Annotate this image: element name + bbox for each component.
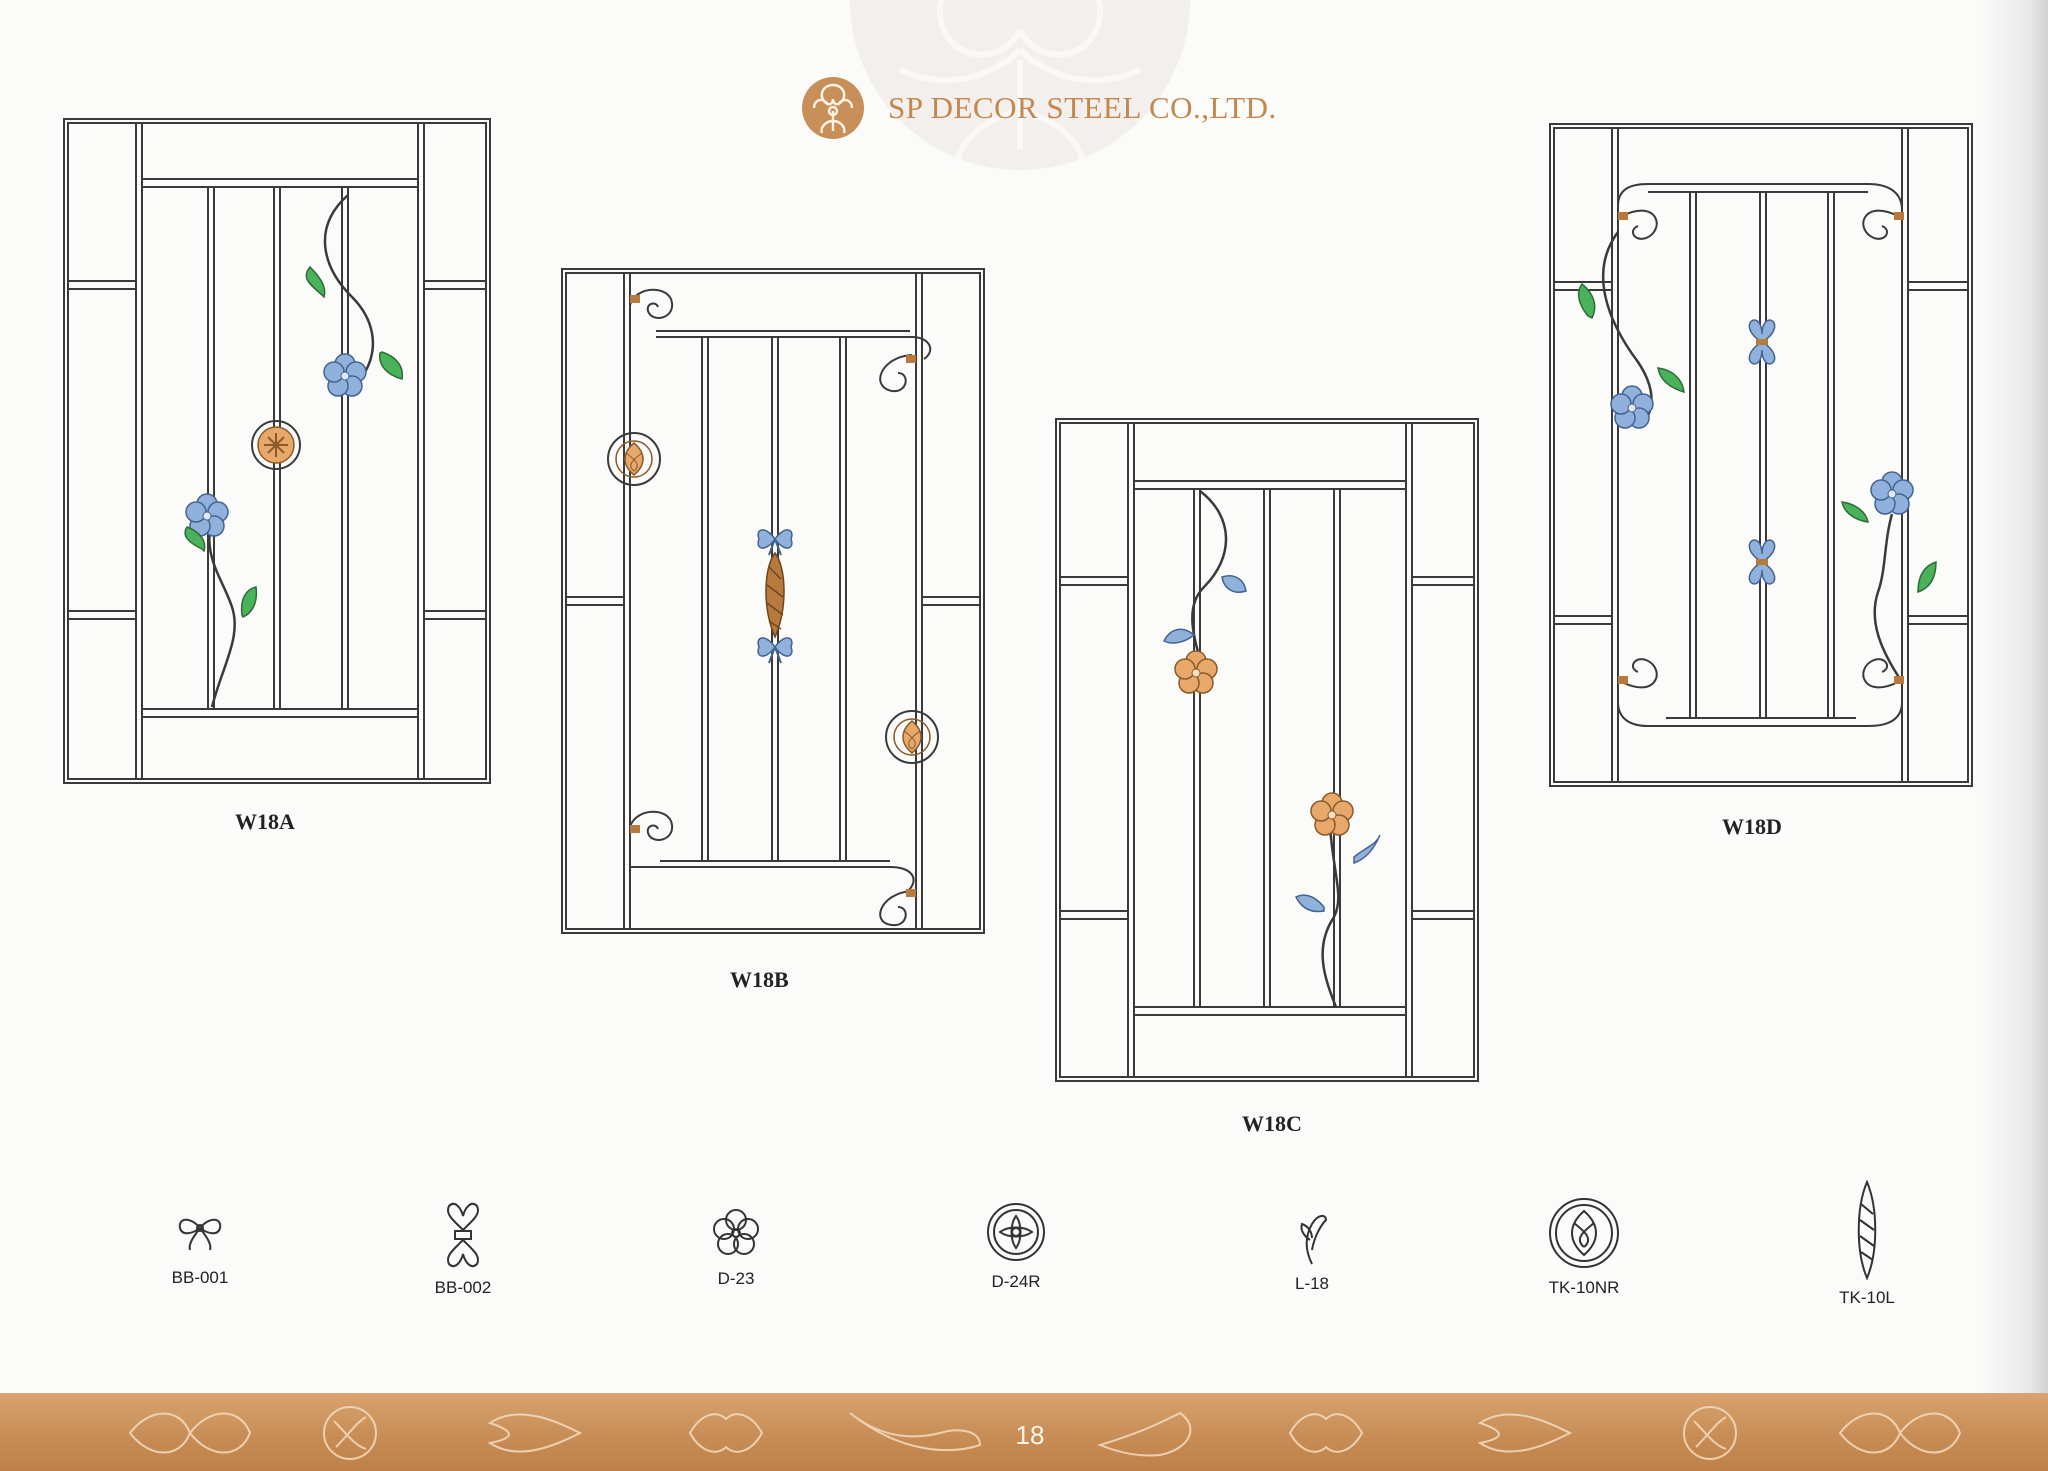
part-bb-002: BB-002 <box>383 1200 543 1298</box>
bow-ornament-icon <box>178 1218 222 1251</box>
part-code: L-18 <box>1294 1274 1330 1293</box>
model-label: W18C <box>1242 1111 1302 1136</box>
watermark-ornament-icon <box>850 0 1190 172</box>
flower-icon <box>323 353 367 397</box>
brand-header: SP DECOR STEEL CO.,LTD. <box>800 77 1277 139</box>
flower-ornament-icon <box>713 1209 759 1255</box>
ornament-overlay <box>1577 212 1937 684</box>
company-name: SP DECOR STEEL CO.,LTD. <box>888 90 1277 125</box>
model-label: W18B <box>730 967 789 992</box>
window-design-w18a: W18A <box>62 117 492 834</box>
part-code: D-23 <box>717 1269 755 1288</box>
model-label: W18A <box>235 809 295 834</box>
part-code: BB-001 <box>171 1268 229 1287</box>
window-design-w18c: W18C <box>1054 417 1480 1136</box>
twisted-ring-ornament-icon <box>1549 1198 1619 1268</box>
company-logo-icon <box>802 77 864 139</box>
rosette-ornament-icon <box>987 1203 1045 1261</box>
part-code: TK-10NR <box>1548 1278 1620 1297</box>
part-code: D-24R <box>991 1272 1041 1291</box>
twisted-bar-ornament-icon <box>1857 1180 1877 1280</box>
part-bb-001: BB-001 <box>120 1200 280 1288</box>
part-l-18: L-18 <box>1232 1210 1392 1294</box>
part-tk-10nr: TK-10NR <box>1504 1196 1664 1298</box>
window-grille-drawing <box>1055 418 1479 1082</box>
double-bow-ornament-icon <box>447 1202 479 1268</box>
window-grille-drawing <box>1549 123 1973 787</box>
leaf-ornament-icon <box>1300 1214 1328 1265</box>
page-number: 18 <box>1015 1420 1045 1450</box>
part-code: BB-002 <box>434 1278 492 1297</box>
page-edge-shadow <box>1980 0 2048 1393</box>
part-tk-10l: TK-10L <box>1787 1180 1947 1308</box>
model-label: W18D <box>1722 814 1782 839</box>
window-design-w18b: W18B <box>560 267 986 992</box>
window-grille-drawing <box>63 118 491 784</box>
ornament-overlay <box>184 265 404 618</box>
ornament-overlay <box>1162 575 1381 913</box>
part-d-24r: D-24R <box>936 1200 1096 1292</box>
footer-band <box>0 1393 2048 1471</box>
window-design-w18d: W18D <box>1548 122 1974 842</box>
part-d-23: D-23 <box>656 1205 816 1289</box>
ornament-overlay <box>607 295 939 897</box>
footer-ornament-pattern <box>128 1406 1962 1460</box>
window-grille-drawing <box>561 268 985 934</box>
part-code: TK-10L <box>1839 1288 1895 1307</box>
